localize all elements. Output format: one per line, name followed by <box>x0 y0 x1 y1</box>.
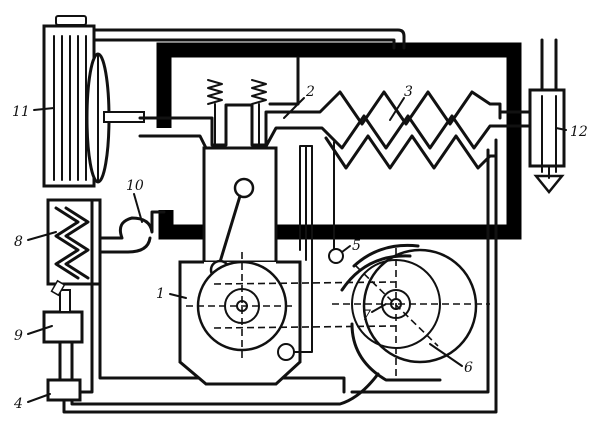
bottom-pipes <box>62 138 498 414</box>
connector-10 <box>98 210 166 254</box>
label-12: 12 <box>570 124 588 140</box>
labels: 11 8 9 4 10 1 2 3 12 5 7 6 <box>12 84 588 412</box>
label-6: 6 <box>464 360 473 376</box>
label-3: 3 <box>404 84 413 100</box>
turbine-unit <box>332 243 490 382</box>
label-2: 2 <box>305 84 315 100</box>
drive-belt <box>213 281 397 329</box>
label-5: 5 <box>352 238 361 254</box>
leader-lines <box>27 97 567 403</box>
oil-lines <box>293 141 344 353</box>
cylinder-ports <box>138 103 302 152</box>
pump-4 <box>46 378 82 402</box>
label-9: 9 <box>14 328 23 344</box>
label-10: 10 <box>126 178 144 194</box>
heat-exchanger-coil <box>290 90 542 170</box>
valve-springs <box>207 79 267 149</box>
label-1: 1 <box>156 286 165 302</box>
label-7: 7 <box>362 308 371 324</box>
filter-9 <box>42 279 84 382</box>
coolant-return-pipe <box>92 28 406 106</box>
label-8: 8 <box>14 234 23 250</box>
outlet-pipe <box>528 38 566 194</box>
label-11: 11 <box>12 104 30 120</box>
fan-icon <box>85 52 145 184</box>
label-4: 4 <box>13 396 23 412</box>
exhaust-enclosure <box>156 42 522 240</box>
